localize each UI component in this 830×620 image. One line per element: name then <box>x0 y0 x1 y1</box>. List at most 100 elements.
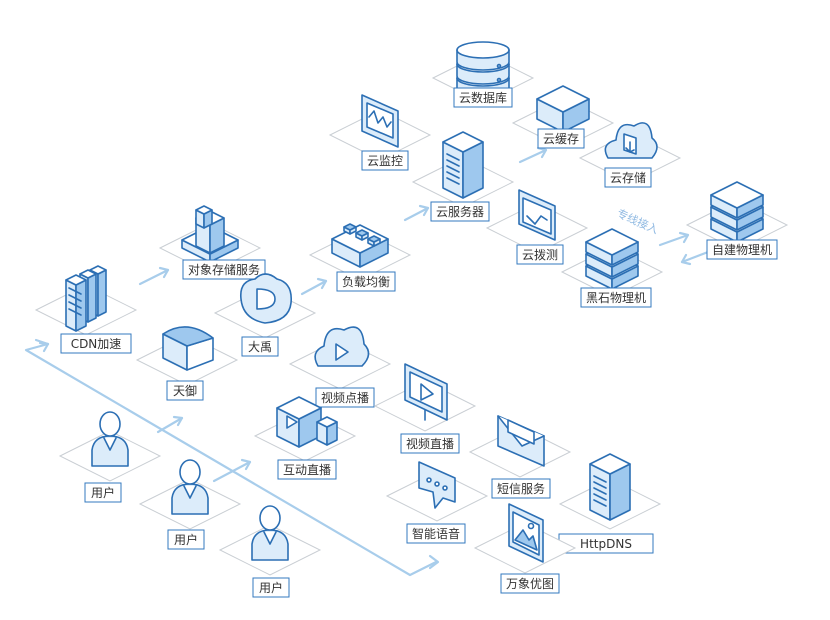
node-label-text: 云服务器 <box>436 204 484 219</box>
node-label-text: CDN加速 <box>71 337 122 351</box>
node-label-text: 对象存储服务 <box>188 262 260 277</box>
node-vod: 视频点播 <box>288 326 392 408</box>
node-label-text: 云拨测 <box>522 248 558 262</box>
node-cdn: CDN加速 <box>34 265 138 354</box>
user-icon <box>251 505 289 561</box>
envelope-icon <box>497 415 545 467</box>
node-tianyu: 天御 <box>135 326 239 401</box>
node-label-text: 短信服务 <box>497 481 545 496</box>
node-label-box <box>361 150 409 171</box>
node-label: 云存储 <box>604 167 652 188</box>
node-label-box <box>241 336 279 357</box>
node-voice: 智能语音 <box>385 461 489 544</box>
arrow-cdn-oss <box>138 268 170 286</box>
node-label-box <box>706 239 778 260</box>
node-label-box <box>400 433 460 454</box>
server-stack-icon <box>710 181 764 243</box>
node-label: 用户 <box>84 482 122 503</box>
node-httpdns: HttpDNS <box>558 453 662 554</box>
node-selfphy: 自建物理机 <box>685 181 789 260</box>
node-label-box <box>537 128 585 149</box>
camera-play-icon <box>276 396 338 448</box>
node-dial: 云拨测 <box>485 189 589 265</box>
node-label-text: 天御 <box>173 383 197 398</box>
node-label-text: 黑石物理机 <box>586 291 646 305</box>
node-label: 短信服务 <box>491 478 551 499</box>
node-storage: 云存储 <box>578 122 682 188</box>
server-stack-icon <box>585 228 639 290</box>
user-icon <box>171 459 209 515</box>
node-label-text: 用户 <box>174 532 198 547</box>
node-label-box <box>500 573 560 594</box>
node-server: 云服务器 <box>411 131 515 222</box>
node-label-text: 万象优图 <box>506 577 554 591</box>
node-label: 云监控 <box>361 150 409 171</box>
node-label-box <box>430 201 490 222</box>
node-user1: 用户 <box>58 411 162 503</box>
leased-line-note: 专线接入 <box>615 206 661 237</box>
node-interact: 互动直播 <box>253 396 357 480</box>
dial-test-icon <box>518 189 556 241</box>
node-label: 互动直播 <box>277 459 337 480</box>
node-label: 自建物理机 <box>706 239 778 260</box>
arrow-user-tianyu <box>156 416 184 434</box>
node-label: 云服务器 <box>430 201 490 222</box>
node-oss: 对象存储服务 <box>158 205 266 280</box>
object-storage-icon <box>181 205 239 263</box>
node-label: 云缓存 <box>537 128 585 149</box>
node-label-box <box>604 167 652 188</box>
node-live: 视频直播 <box>373 363 477 454</box>
arrow-lb-server <box>403 206 430 222</box>
node-label: HttpDNS <box>558 533 654 554</box>
node-label-text: 用户 <box>91 485 115 500</box>
node-label-text: 智能语音 <box>412 526 460 541</box>
node-label: 大禹 <box>241 336 279 357</box>
node-label: 云拨测 <box>516 244 564 265</box>
shield-d-icon <box>239 273 293 324</box>
main-flow-line <box>24 342 438 577</box>
node-label-text: 互动直播 <box>283 463 331 477</box>
node-label-box <box>453 87 513 108</box>
node-label-box <box>516 244 564 265</box>
arrow-to-selfphy <box>658 233 690 247</box>
node-label-text: 视频直播 <box>406 436 454 451</box>
node-label: 用户 <box>167 529 205 550</box>
load-balancer-icon <box>331 223 389 268</box>
books-icon <box>65 265 107 332</box>
arrow-head-cdn <box>38 341 50 353</box>
node-label-text: 云存储 <box>610 170 646 185</box>
node-label-box <box>315 387 375 408</box>
node-label-box <box>580 287 652 308</box>
node-label-box <box>406 523 466 544</box>
node-label: 用户 <box>252 577 290 598</box>
cloud-play-icon <box>314 326 370 367</box>
open-box-icon <box>162 326 214 371</box>
node-label: CDN加速 <box>60 333 132 354</box>
node-label-text: 云监控 <box>367 154 403 168</box>
screen-play-icon <box>404 363 448 421</box>
node-user2: 用户 <box>138 459 242 550</box>
node-lb: 负载均衡 <box>308 223 412 292</box>
node-monitor: 云监控 <box>328 94 432 171</box>
arrow-server-cache <box>518 148 548 164</box>
node-label-box <box>84 482 122 503</box>
node-sms: 短信服务 <box>468 415 572 499</box>
monitor-icon <box>361 94 399 148</box>
node-label-box <box>252 577 290 598</box>
node-label: 视频点播 <box>315 387 375 408</box>
node-label-text: 云数据库 <box>459 90 507 105</box>
node-label: 天御 <box>166 380 204 401</box>
picture-icon <box>508 503 544 563</box>
node-label: 视频直播 <box>400 433 460 454</box>
node-user3: 用户 <box>218 505 322 598</box>
cloud-storage-icon <box>604 122 658 159</box>
node-cache: 云缓存 <box>511 85 615 149</box>
node-label: 万象优图 <box>500 573 560 594</box>
server-icon <box>442 131 484 199</box>
node-db: 云数据库 <box>431 41 535 108</box>
user-icon <box>91 411 129 467</box>
node-image: 万象优图 <box>473 503 577 594</box>
node-label-box <box>167 529 205 550</box>
